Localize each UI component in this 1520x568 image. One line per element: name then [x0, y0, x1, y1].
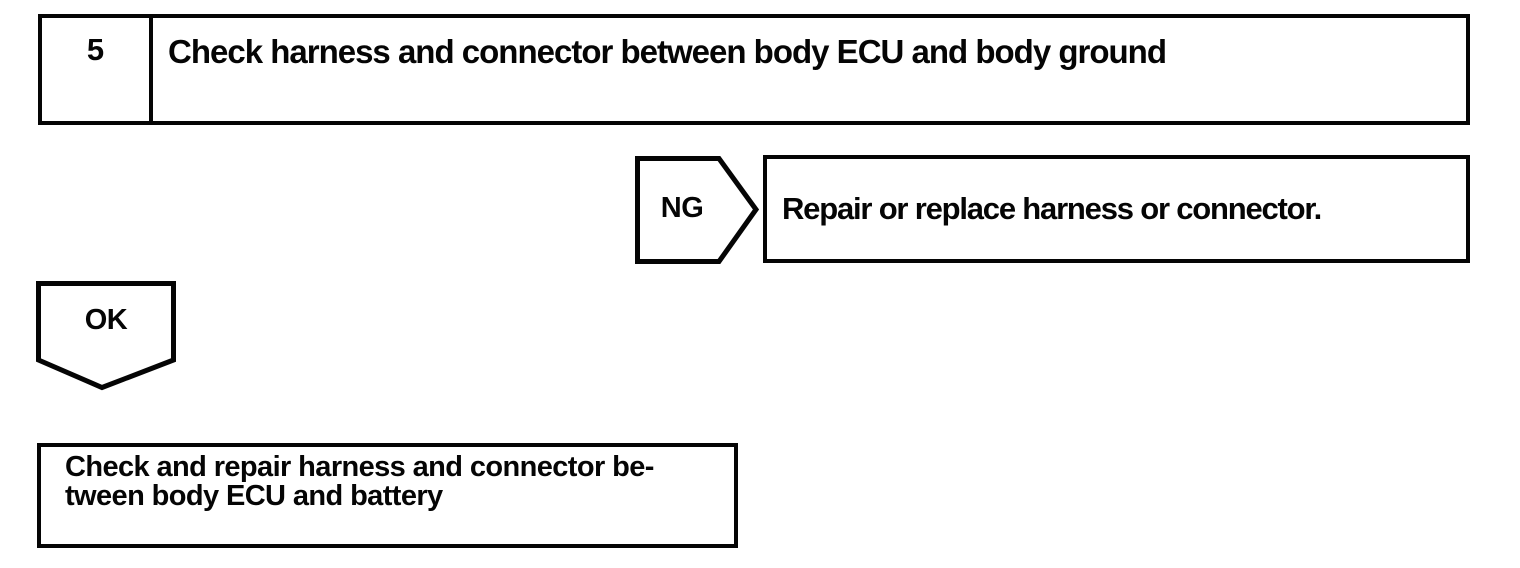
result-text-line1: Check and repair harness and connector b… — [65, 451, 654, 483]
result-box: Check and repair harness and connector b… — [37, 443, 738, 548]
ng-action-text: Repair or replace harness or connector. — [782, 191, 1322, 226]
step-box: 5 Check harness and connector between bo… — [38, 14, 1470, 125]
ng-action-box: Repair or replace harness or connector. — [763, 155, 1470, 263]
result-text-line2: tween body ECU and battery — [65, 480, 443, 512]
ok-label: OK — [84, 303, 128, 336]
ng-label: NG — [660, 191, 704, 224]
ok-connector-shape — [36, 281, 176, 391]
step-number: 5 — [42, 18, 153, 121]
ng-connector-shape — [635, 156, 759, 264]
step-instruction-text: Check harness and connector between body… — [168, 33, 1167, 70]
